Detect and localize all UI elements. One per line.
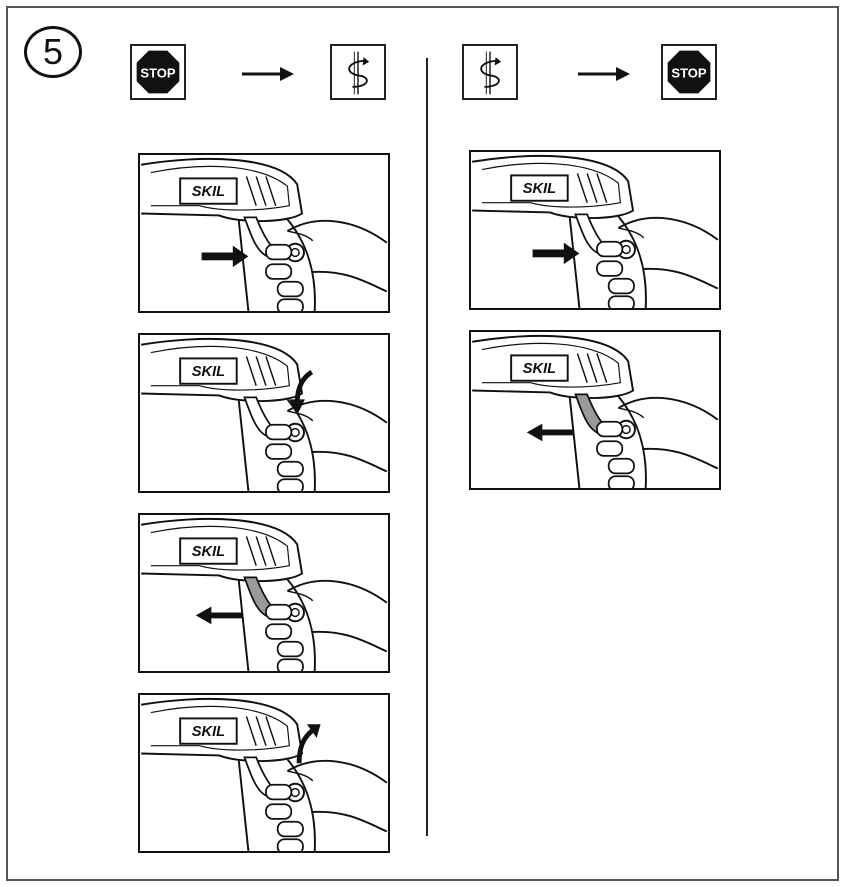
drill-handle-illustration: SKIL [140,517,388,671]
step-number: 5 [42,31,64,72]
rotation-icon [462,44,518,100]
drill-handle-illustration: SKIL [140,697,388,851]
stop-label: STOP [671,66,706,81]
arrow-right-icon [578,67,630,81]
brand-label: SKIL [192,184,225,200]
column-divider [426,58,428,836]
drill-handle-illustration: SKIL [471,154,719,308]
stop-icon: STOP [661,44,717,100]
drill-handle-illustration: SKIL [140,337,388,491]
brand-label: SKIL [523,361,556,377]
drill-handle-illustration: SKIL [140,157,388,311]
stop-icon: STOP [130,44,186,100]
panel-press-trigger: SKIL [138,153,390,313]
brand-label: SKIL [523,181,556,197]
illustration-frame [6,6,839,881]
drill-handle-illustration: SKIL [471,334,719,488]
step-number-badge: 5 [24,26,82,78]
brand-label: SKIL [192,724,225,740]
panel-press-trigger: SKIL [469,150,721,310]
brand-label: SKIL [192,544,225,560]
panel-slide-lever-out: SKIL [469,330,721,490]
brand-label: SKIL [192,364,225,380]
rotation-icon [330,44,386,100]
panel-slide-lever-out: SKIL [138,513,390,673]
stop-label: STOP [140,66,175,81]
panel-rotate-lock-in: SKIL [138,333,390,493]
panel-release-lever: SKIL [138,693,390,853]
arrow-right-icon [242,67,294,81]
